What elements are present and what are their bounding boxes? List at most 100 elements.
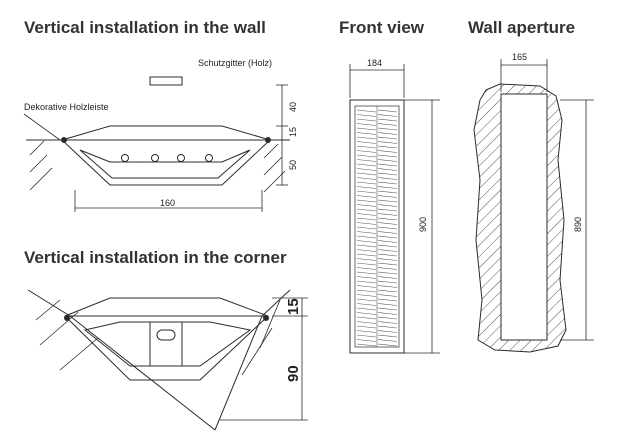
grille-slat [377, 222, 398, 225]
grille-slat [356, 312, 377, 315]
grille-slat [377, 289, 398, 293]
grille-slat [356, 136, 377, 140]
grille-slat [356, 154, 377, 158]
grille-slat [377, 150, 398, 153]
grille-slat [377, 177, 398, 180]
grille-slat [356, 213, 377, 216]
corner-wall-left [27, 289, 216, 431]
grille-slat [356, 195, 377, 198]
grille-slat [377, 285, 398, 288]
grille-slat [356, 330, 377, 333]
grille-slat [356, 316, 377, 320]
wall-aperture-title: Wall aperture [468, 18, 576, 37]
grille-slat [377, 231, 398, 234]
grille-slat [377, 294, 398, 297]
corner-heater-inner [83, 321, 252, 367]
grille-slat [377, 118, 398, 122]
grille-slat [356, 204, 377, 207]
grille-slat [377, 172, 398, 176]
front-width-dimension: 184 [367, 58, 382, 68]
front-view-title: Front view [339, 18, 425, 37]
grille-slat [356, 222, 377, 225]
grille-slat [356, 177, 377, 180]
grille-slat [356, 159, 377, 162]
grille-slat [377, 217, 398, 221]
corner-installation-title: Vertical installation in the corner [24, 248, 287, 267]
corner-top-dimension: 15 [285, 298, 302, 315]
grille-slat [377, 145, 398, 149]
grille-slat [377, 195, 398, 198]
grille-slat [377, 132, 398, 135]
grille-slat [356, 123, 377, 126]
grille-slat [377, 159, 398, 162]
grille-slat [377, 163, 398, 167]
grille-slat [377, 208, 398, 212]
grille-slat [356, 334, 377, 338]
wall-width-dimension: 160 [160, 198, 175, 208]
grille-slat [356, 339, 377, 342]
grille-slat [356, 150, 377, 153]
front-height-dimension: 900 [418, 217, 428, 232]
vent-hole [151, 154, 159, 162]
grille-slat [356, 343, 377, 347]
grille-slat [377, 298, 398, 302]
grille-slat [356, 186, 377, 189]
grille-slat [377, 267, 398, 270]
grille-slat [377, 312, 398, 315]
grille-slat [356, 244, 377, 248]
grille-slat [377, 339, 398, 342]
vent-hole [177, 154, 185, 162]
vent-hole [121, 154, 129, 162]
grille-slat [377, 190, 398, 194]
grille-slat [377, 280, 398, 284]
grille-slat [356, 145, 377, 149]
grille-slat [377, 343, 398, 347]
screw-left [61, 137, 67, 143]
grille-label: Schutzgitter (Holz) [198, 58, 273, 68]
aperture-opening [500, 93, 548, 341]
aperture-width-dimension: 165 [512, 52, 527, 62]
heater-inner-body [79, 149, 251, 179]
grille-slat [356, 298, 377, 302]
corner-dimension-labels: 15 90 [285, 298, 302, 382]
grille-slat [377, 244, 398, 248]
grille-slat [377, 271, 398, 275]
grille-slat [356, 235, 377, 239]
grille-slat [377, 316, 398, 320]
grille-slat [356, 118, 377, 122]
grille-slat [377, 249, 398, 252]
grille-slat [377, 109, 398, 113]
front-view-drawing [349, 64, 440, 354]
grille-slat [356, 325, 377, 329]
grille-slat [377, 204, 398, 207]
grille-slat [356, 231, 377, 234]
grille-slat [377, 199, 398, 203]
grille-slat [356, 226, 377, 230]
grille-slat [377, 258, 398, 261]
grille-slat [356, 127, 377, 131]
corner-depth-dimension: 90 [285, 365, 302, 382]
grille-slat [356, 249, 377, 252]
grille-slat [356, 163, 377, 167]
grille-slat [377, 181, 398, 185]
grille-slat [377, 276, 398, 279]
grille-slat [377, 334, 398, 338]
grille-slat [356, 307, 377, 311]
grille-slat [356, 168, 377, 171]
grille-slat [356, 262, 377, 266]
grille-slat [377, 321, 398, 324]
grille-slat [356, 258, 377, 261]
grille-slat [356, 109, 377, 113]
grille-slat [356, 172, 377, 176]
grille-slat [356, 321, 377, 324]
grille-slat [356, 271, 377, 275]
grille-slat [356, 253, 377, 257]
grille-slat [377, 253, 398, 257]
wall-installation-drawing [23, 76, 290, 212]
grille-slat [377, 307, 398, 311]
grille-slat [377, 262, 398, 266]
grille-slat [356, 294, 377, 297]
front-panel [349, 99, 405, 354]
aperture-height-dimension: 890 [573, 217, 583, 232]
